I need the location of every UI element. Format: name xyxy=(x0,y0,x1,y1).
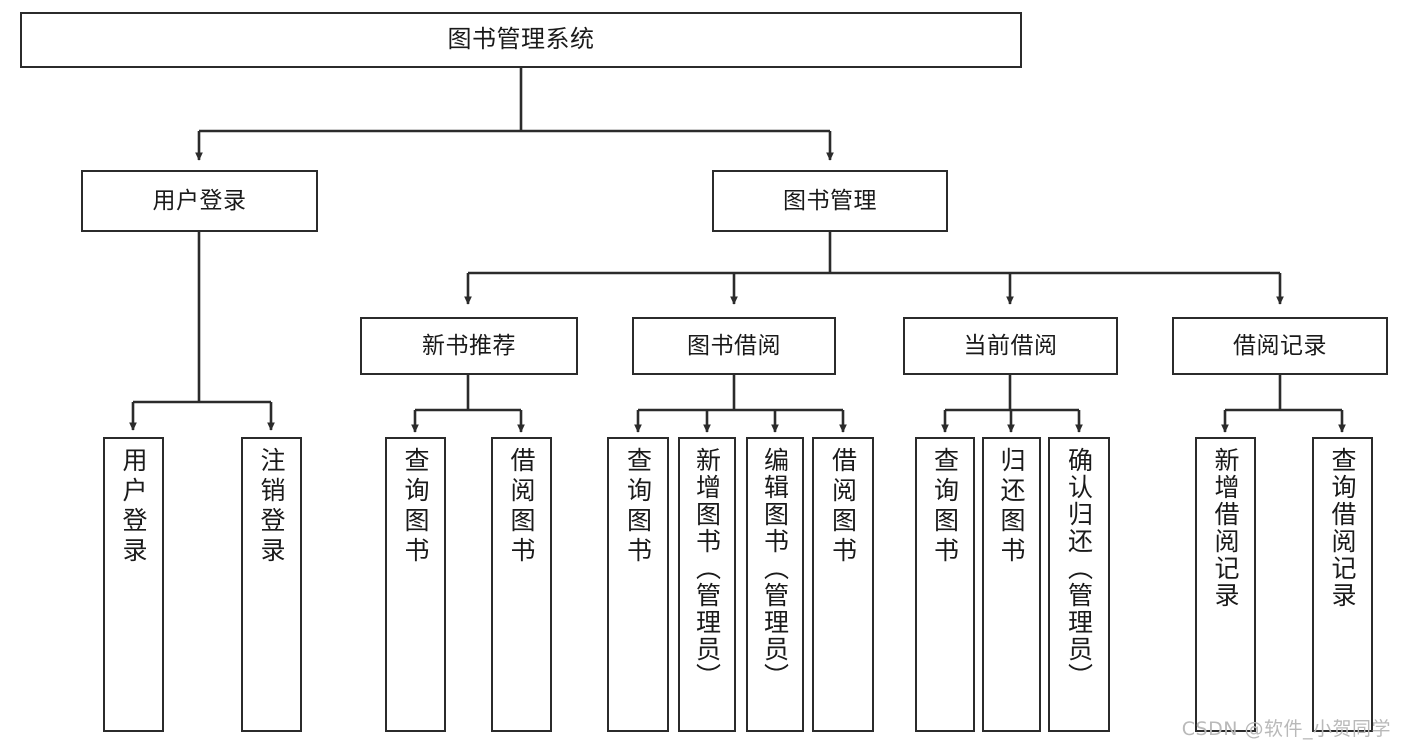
leaf-query-book-recommend[interactable]: 查询图书 xyxy=(385,437,446,732)
node-label: 新增图书（管理员） xyxy=(692,447,722,690)
node-book-management[interactable]: 图书管理 xyxy=(712,170,948,232)
node-label: 借阅图书 xyxy=(828,447,858,567)
node-label: 新增借阅记录 xyxy=(1211,447,1240,609)
leaf-query-borrow-record[interactable]: 查询借阅记录 xyxy=(1312,437,1373,732)
node-current-borrow[interactable]: 当前借阅 xyxy=(903,317,1118,375)
leaf-return-book[interactable]: 归还图书 xyxy=(982,437,1041,732)
node-user-login[interactable]: 用户登录 xyxy=(81,170,318,232)
node-label: 图书管理 xyxy=(783,187,877,214)
leaf-add-borrow-record[interactable]: 新增借阅记录 xyxy=(1195,437,1256,732)
node-label: 图书管理系统 xyxy=(447,25,595,54)
leaf-query-book-current[interactable]: 查询图书 xyxy=(915,437,975,732)
node-label: 查询图书 xyxy=(401,447,430,567)
leaf-user-login[interactable]: 用户登录 xyxy=(103,437,164,732)
leaf-borrow-book[interactable]: 借阅图书 xyxy=(812,437,874,732)
node-label: 注销登录 xyxy=(257,447,286,567)
node-label: 查询借阅记录 xyxy=(1328,447,1357,609)
node-borrow-record[interactable]: 借阅记录 xyxy=(1172,317,1388,375)
leaf-borrow-book-recommend[interactable]: 借阅图书 xyxy=(491,437,552,732)
node-label: 查询图书 xyxy=(623,447,653,567)
node-label: 归还图书 xyxy=(997,447,1026,567)
leaf-add-book-admin[interactable]: 新增图书（管理员） xyxy=(678,437,736,732)
leaf-logout[interactable]: 注销登录 xyxy=(241,437,302,732)
leaf-confirm-return-admin[interactable]: 确认归还（管理员） xyxy=(1048,437,1110,732)
node-label: 借阅图书 xyxy=(507,447,536,567)
node-label: 编辑图书（管理员） xyxy=(760,447,790,690)
node-label: 确认归还（管理员） xyxy=(1064,447,1094,690)
node-root-system[interactable]: 图书管理系统 xyxy=(20,12,1022,68)
node-label: 用户登录 xyxy=(152,187,247,214)
node-book-borrow[interactable]: 图书借阅 xyxy=(632,317,836,375)
node-label: 查询图书 xyxy=(930,447,960,567)
leaf-edit-book-admin[interactable]: 编辑图书（管理员） xyxy=(746,437,804,732)
node-label: 当前借阅 xyxy=(963,332,1058,359)
node-label: 用户登录 xyxy=(119,447,148,567)
node-label: 借阅记录 xyxy=(1233,332,1327,359)
node-label: 新书推荐 xyxy=(422,332,516,359)
node-new-book-recommend[interactable]: 新书推荐 xyxy=(360,317,578,375)
leaf-query-book-borrow[interactable]: 查询图书 xyxy=(607,437,669,732)
watermark-text: CSDN @软件_小贺同学 xyxy=(1181,718,1391,740)
node-label: 图书借阅 xyxy=(687,332,781,359)
